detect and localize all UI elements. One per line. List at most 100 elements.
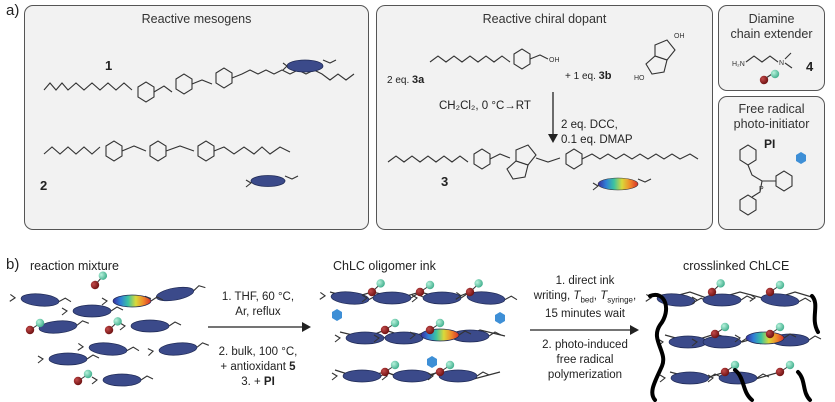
crosslinked-scene bbox=[645, 279, 822, 402]
mesogen-body bbox=[702, 293, 742, 307]
step-2-antioxidant: + antioxidant bbox=[220, 361, 286, 373]
amine-dark-ball-icon bbox=[25, 325, 35, 335]
step-3-id: PI bbox=[263, 376, 275, 388]
compound-1-icon-tail-left bbox=[282, 62, 288, 71]
amine-light-ball-icon bbox=[425, 280, 435, 290]
mesogen-tail bbox=[331, 372, 338, 381]
mesogen-body bbox=[438, 369, 478, 383]
initiator-ring-1 bbox=[739, 144, 757, 166]
step-3-line: 3. + PI bbox=[200, 375, 316, 390]
compound-4-n: N bbox=[779, 60, 784, 67]
amine-icon bbox=[25, 318, 45, 335]
mesogen-body bbox=[342, 369, 382, 383]
reagent-3b-id: 3b bbox=[598, 70, 612, 82]
mesogen-tail bbox=[58, 297, 72, 303]
mesogen-icon bbox=[147, 342, 209, 356]
amine-light-ball-icon bbox=[98, 271, 108, 280]
amine-light-ball-icon bbox=[775, 322, 785, 332]
t-bed-sub: bed bbox=[580, 295, 594, 305]
mesogen-body bbox=[130, 319, 170, 333]
compound-3-left-chain bbox=[387, 155, 469, 163]
mesogen-body bbox=[384, 331, 424, 345]
compound-2-structure bbox=[43, 140, 299, 188]
initiator-bond-1 bbox=[747, 164, 776, 182]
chiral-dopant-body bbox=[745, 331, 785, 345]
step-4-line-1: 1. direct ink bbox=[555, 275, 615, 287]
mesogen-tail bbox=[691, 338, 698, 347]
compound-2-mesogen-icon bbox=[250, 175, 286, 187]
panel-a-label: a) bbox=[6, 2, 20, 19]
mesogen-tail bbox=[476, 371, 490, 377]
mesogen-tail bbox=[126, 346, 140, 352]
reagent-3b-ring-1 bbox=[654, 39, 676, 61]
compound-2-ring-1 bbox=[105, 140, 123, 162]
compound-3-ester-2 bbox=[535, 157, 561, 163]
crosslinker-line bbox=[733, 368, 754, 402]
chiral-dopant-icon bbox=[734, 331, 797, 345]
mesogen-tail bbox=[707, 374, 714, 383]
reagent-dmap: 0.1 eq. DMAP bbox=[561, 134, 633, 146]
mesogen-tail bbox=[86, 354, 100, 360]
mesogen-tail bbox=[168, 321, 182, 327]
reagent-3a-ring bbox=[513, 48, 531, 70]
compound-3-icon-tail-left bbox=[592, 182, 599, 191]
compound-1-ring-2 bbox=[175, 73, 193, 95]
reagent-3a-structure: OH bbox=[429, 48, 560, 70]
amine-icon bbox=[104, 317, 122, 335]
oligomer-chain bbox=[659, 291, 816, 301]
mesogen-body bbox=[155, 286, 195, 302]
mesogen-tail bbox=[455, 291, 463, 300]
mesogen-tail bbox=[334, 334, 341, 343]
amine-dark-ball-icon bbox=[765, 287, 775, 297]
initiator-structure: P bbox=[739, 144, 806, 216]
compound-3-ring-1 bbox=[473, 148, 491, 170]
step-3-prefix: 3. + bbox=[241, 376, 261, 388]
mesogen-body bbox=[372, 291, 412, 305]
mesogen-tail bbox=[196, 342, 209, 348]
mesogen-tail bbox=[740, 295, 754, 301]
mesogen-body bbox=[668, 335, 708, 349]
compound-4-chain bbox=[745, 55, 779, 63]
compound-2-left-chain bbox=[43, 146, 101, 155]
reagent-3a-oh: OH bbox=[549, 57, 560, 64]
amine-light-ball-icon bbox=[474, 279, 483, 288]
initiator-title-1: Free radical bbox=[738, 102, 805, 116]
initiator-ring-2 bbox=[775, 170, 793, 192]
amine-light-ball-icon bbox=[785, 360, 795, 370]
mesogen-tail bbox=[749, 293, 757, 302]
compound-3-core-ring-1 bbox=[515, 144, 537, 166]
amine-icon bbox=[380, 360, 400, 377]
reaction-arrow bbox=[548, 92, 558, 143]
compound-1-ring-3 bbox=[215, 67, 233, 89]
amine-dark-ball-icon bbox=[775, 367, 785, 377]
amine-icon bbox=[415, 280, 435, 297]
step-4-line-2: writing, Tbed, Tsyringe, bbox=[533, 290, 637, 305]
mesogen-tail bbox=[61, 307, 68, 316]
initiator-hexagon-icon bbox=[332, 309, 342, 321]
mesogen-icon bbox=[119, 319, 182, 333]
mesogen-tail bbox=[645, 293, 653, 302]
mesogen-tail bbox=[76, 320, 89, 326]
arrow-2 bbox=[530, 325, 639, 335]
panel-b-label: b) bbox=[6, 256, 20, 273]
initiator-p: P bbox=[759, 186, 764, 193]
amine-icon bbox=[710, 322, 730, 339]
step-4-writing: writing, bbox=[533, 290, 571, 302]
amine-icon bbox=[425, 318, 445, 335]
compound-1-structure bbox=[43, 59, 355, 103]
mesogen-icon bbox=[144, 285, 206, 304]
amine-icon bbox=[90, 271, 108, 290]
reagent-3b-ring-2 bbox=[645, 55, 668, 75]
compound-3-structure bbox=[387, 144, 699, 191]
reagent-3b-oh-top: OH bbox=[674, 33, 685, 40]
chiral-dopant-icon bbox=[597, 177, 639, 191]
dopant-panel: Reactive chiral dopant 2 eq. 3a + 1 eq. … bbox=[376, 5, 713, 230]
compound-2-ester-1 bbox=[121, 145, 147, 152]
mesogen-body bbox=[392, 369, 432, 383]
mesogen-tail bbox=[319, 291, 327, 300]
t-bed: T bbox=[573, 290, 581, 302]
solvent-conditions: CH₂Cl₂, 0 °C→RT bbox=[439, 100, 531, 112]
reagent-3a-eq: 2 eq. bbox=[387, 75, 410, 86]
